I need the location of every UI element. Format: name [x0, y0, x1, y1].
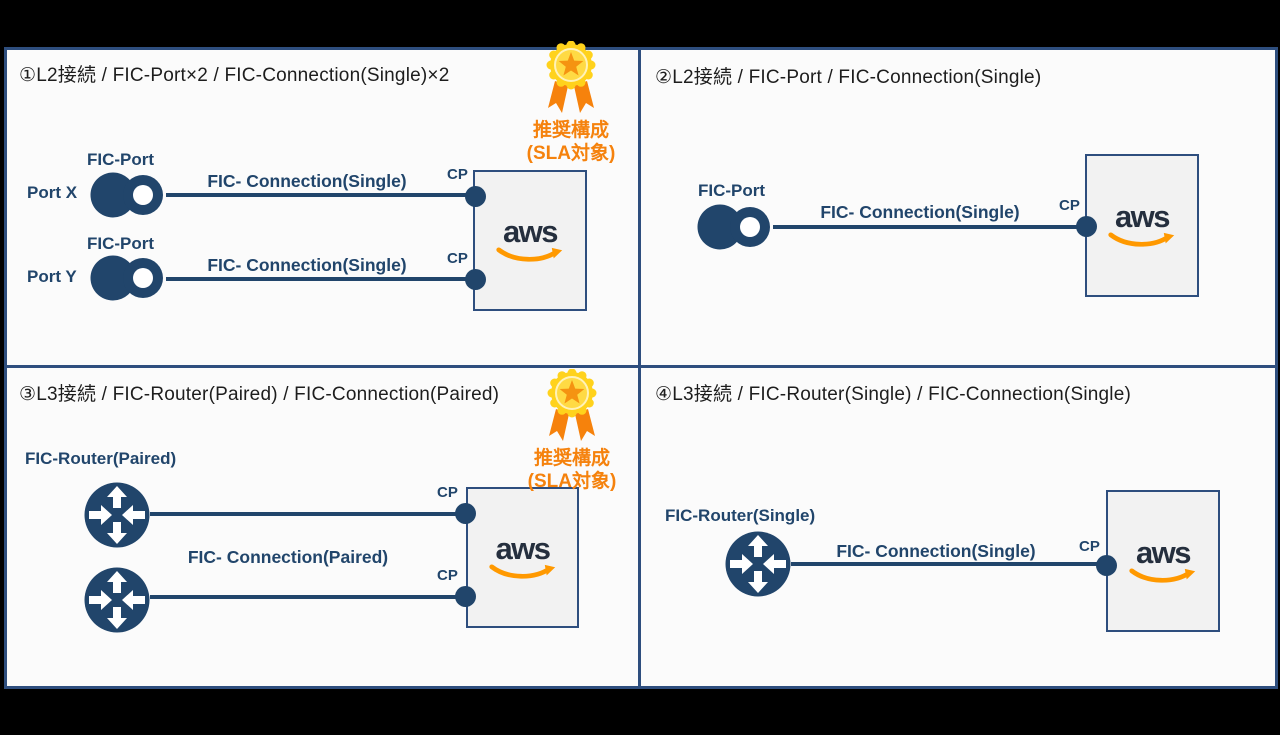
fic-router-icon [84, 567, 150, 633]
aws-cloud-box: aws [466, 487, 579, 628]
connection-point-dot [465, 269, 486, 290]
aws-logo-text: aws [502, 214, 559, 249]
cp-label: CP [447, 250, 468, 267]
aws-smile-icon [1129, 567, 1196, 583]
connection-label: FIC- Connection(Single) [207, 255, 407, 275]
quadrant-2-l2-single-port: ②L2接続 / FIC-Port / FIC-Connection(Single… [641, 50, 1275, 368]
port-name-label: Port X [27, 183, 78, 202]
quadrant-title: ①L2接続 / FIC-Port×2 / FIC-Connection(Sing… [19, 65, 450, 86]
connection-line [166, 277, 473, 281]
medal-icon [547, 369, 597, 441]
badge-text-line1: 推奨構成 [532, 120, 609, 141]
quadrant-1-l2-dual-port: ①L2接続 / FIC-Port×2 / FIC-Connection(Sing… [7, 41, 641, 368]
cp-label: CP [1079, 538, 1100, 555]
aws-cloud-box: aws [1085, 154, 1199, 297]
aws-logo: aws [1127, 537, 1199, 586]
connection-point-dot [465, 186, 486, 207]
fic-port-icon [90, 255, 163, 301]
fic-router-label: FIC-Router(Single) [665, 506, 816, 525]
quadrant-title: ②L2接続 / FIC-Port / FIC-Connection(Single… [655, 67, 1042, 88]
connection-point-dot [1076, 216, 1097, 237]
fic-port-icon [90, 172, 163, 218]
aws-logo-text: aws [1114, 199, 1171, 234]
aws-logo: aws [1106, 201, 1178, 250]
connection-point-dot [455, 586, 476, 607]
recommended-badge: 推奨構成 (SLA対象) [509, 41, 633, 165]
connection-point-dot [455, 503, 476, 524]
connection-line [150, 512, 467, 516]
badge-text-line2: (SLA対象) [527, 471, 617, 493]
badge-text-line1: 推奨構成 [533, 448, 610, 469]
connection-label: FIC- Connection(Single) [836, 541, 1036, 561]
cp-label: CP [437, 484, 458, 501]
cp-label: CP [1059, 197, 1080, 214]
aws-smile-icon [496, 247, 563, 262]
quadrant-title: ④L3接続 / FIC-Router(Single) / FIC-Connect… [655, 384, 1131, 405]
recommended-badge: 推奨構成 (SLA対象) [510, 369, 634, 493]
fic-router-icon [725, 531, 791, 597]
fic-router-label: FIC-Router(Paired) [25, 449, 177, 468]
aws-cloud-box: aws [473, 170, 587, 311]
connection-point-dot [1096, 555, 1117, 576]
fic-router-icon [84, 482, 150, 548]
aws-logo-text: aws [495, 531, 551, 566]
aws-cloud-box: aws [1106, 490, 1220, 632]
badge-text-line2: (SLA対象) [526, 143, 616, 165]
connection-label: FIC- Connection(Single) [820, 202, 1020, 222]
aws-logo-text: aws [1135, 534, 1192, 570]
fic-port-label: FIC-Port [87, 150, 155, 169]
port-name-label: Port Y [27, 267, 77, 286]
connection-line [150, 595, 467, 599]
quadrant-title: ③L3接続 / FIC-Router(Paired) / FIC-Connect… [19, 384, 500, 405]
connection-label: FIC- Connection(Single) [207, 171, 407, 191]
aws-smile-icon [488, 564, 555, 579]
fic-port-label: FIC-Port [87, 234, 155, 253]
aws-logo: aws [487, 533, 559, 582]
fic-port-label: FIC-Port [698, 181, 766, 200]
connection-patterns-board: ①L2接続 / FIC-Port×2 / FIC-Connection(Sing… [4, 41, 1278, 689]
quadrant-3-l3-paired-router: ③L3接続 / FIC-Router(Paired) / FIC-Connect… [7, 368, 641, 686]
quadrant-4-l3-single-router: ④L3接続 / FIC-Router(Single) / FIC-Connect… [641, 368, 1275, 686]
connection-line [773, 225, 1086, 229]
fic-port-icon [697, 204, 770, 250]
aws-smile-icon [1108, 232, 1175, 247]
connection-line [166, 193, 473, 197]
cp-label: CP [437, 567, 458, 584]
connection-line [791, 562, 1106, 566]
connection-label: FIC- Connection(Paired) [187, 547, 389, 567]
medal-icon [546, 41, 596, 113]
cp-label: CP [447, 166, 468, 183]
aws-logo: aws [494, 216, 566, 265]
